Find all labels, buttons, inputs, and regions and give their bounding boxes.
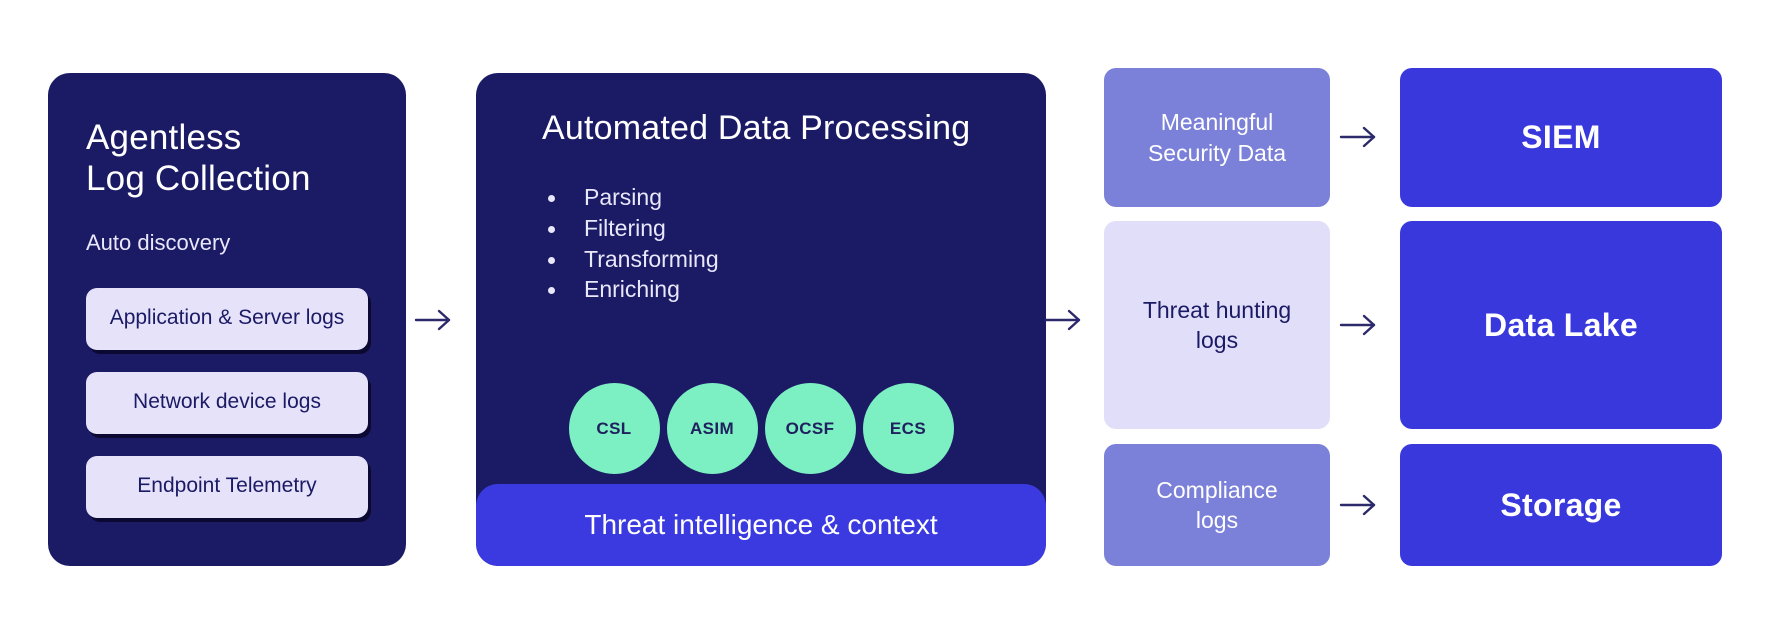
arrow-right-icon bbox=[1336, 488, 1382, 522]
automated-data-processing-panel: Automated Data Processing Parsing Filter… bbox=[476, 73, 1046, 566]
destination-box[interactable]: Data Lake bbox=[1400, 221, 1722, 429]
schema-standard-badge[interactable]: ASIM bbox=[666, 383, 758, 474]
schema-standard-badge[interactable]: OCSF bbox=[764, 383, 856, 474]
schema-standard-badge[interactable]: CSL bbox=[568, 383, 660, 474]
processing-step: Filtering bbox=[542, 213, 1002, 244]
auto-discovery-label: Auto discovery bbox=[86, 229, 231, 255]
schema-standard-badge[interactable]: ECS bbox=[862, 383, 954, 474]
output-category-box[interactable]: Meaningful Security Data bbox=[1104, 68, 1330, 207]
processing-title: Automated Data Processing bbox=[542, 109, 971, 147]
processing-step: Enriching bbox=[542, 274, 1002, 305]
arrow-right-icon bbox=[1336, 308, 1382, 342]
arrow-right-icon bbox=[1336, 120, 1382, 154]
output-category-box[interactable]: Compliance logs bbox=[1104, 444, 1330, 566]
arrow-right-icon bbox=[411, 303, 457, 337]
processing-step: Parsing bbox=[542, 182, 1002, 213]
log-source-chip[interactable]: Endpoint Telemetry bbox=[86, 455, 368, 518]
collection-title: Agentless Log Collection bbox=[86, 118, 311, 199]
destination-box[interactable]: SIEM bbox=[1400, 68, 1722, 207]
processing-step: Transforming bbox=[542, 244, 1002, 275]
arrow-right-icon bbox=[1041, 303, 1087, 337]
processing-step-list: Parsing Filtering Transforming Enriching bbox=[542, 182, 1002, 305]
output-category-box[interactable]: Threat hunting logs bbox=[1104, 221, 1330, 429]
agentless-log-collection-panel: Agentless Log Collection Auto discovery … bbox=[48, 73, 406, 566]
log-source-chip[interactable]: Application & Server logs bbox=[86, 287, 368, 350]
destination-box[interactable]: Storage bbox=[1400, 444, 1722, 566]
threat-intelligence-bar: Threat intelligence & context bbox=[476, 484, 1046, 566]
log-source-list: Application & Server logs Network device… bbox=[86, 287, 368, 518]
log-source-chip[interactable]: Network device logs bbox=[86, 371, 368, 434]
schema-standard-list: CSL ASIM OCSF ECS bbox=[476, 383, 1046, 474]
